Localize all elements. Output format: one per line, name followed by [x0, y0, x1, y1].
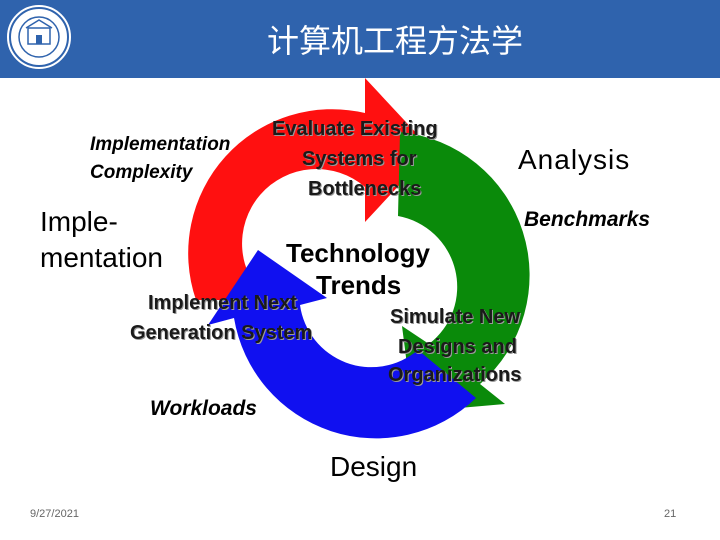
implementation-label-line1: Imple- [40, 206, 118, 237]
slide-header: 计算机工程方法学 [0, 0, 720, 78]
page-number: 21 [664, 508, 677, 520]
simulate-new-line3: Organizations [388, 364, 522, 386]
implementation-label-line2: mentation [40, 242, 163, 273]
analysis-label: Analysis [518, 144, 631, 175]
implement-next-line1: Implement Next [148, 292, 297, 314]
green-cycle-arrow [398, 132, 530, 412]
page-title: 计算机工程方法学 [266, 22, 523, 60]
university-seal-icon [7, 5, 71, 69]
red-cycle-arrow [188, 78, 432, 300]
evaluate-existing-line2: Systems for [302, 148, 417, 170]
benchmarks-label: Benchmarks [524, 208, 651, 231]
simulate-new-line2: Designs and [398, 336, 517, 358]
implementation-complexity-label-line1: Implementation [90, 134, 231, 155]
workloads-label: Workloads [150, 397, 257, 420]
implement-next-line2: Generation System [130, 322, 313, 344]
blue-cycle-arrow [208, 250, 476, 439]
simulate-new-line1: Simulate New [390, 306, 521, 328]
footer-date: 9/27/2021 [30, 508, 79, 520]
technology-trends-line1: Technology [286, 238, 430, 268]
evaluate-existing-line1: Evaluate Existing [272, 118, 438, 140]
evaluate-existing-line3: Bottlenecks [308, 178, 422, 200]
technology-trends-line2: Trends [316, 270, 402, 300]
implementation-complexity-label-line2: Complexity [90, 162, 193, 183]
design-label: Design [330, 451, 418, 482]
